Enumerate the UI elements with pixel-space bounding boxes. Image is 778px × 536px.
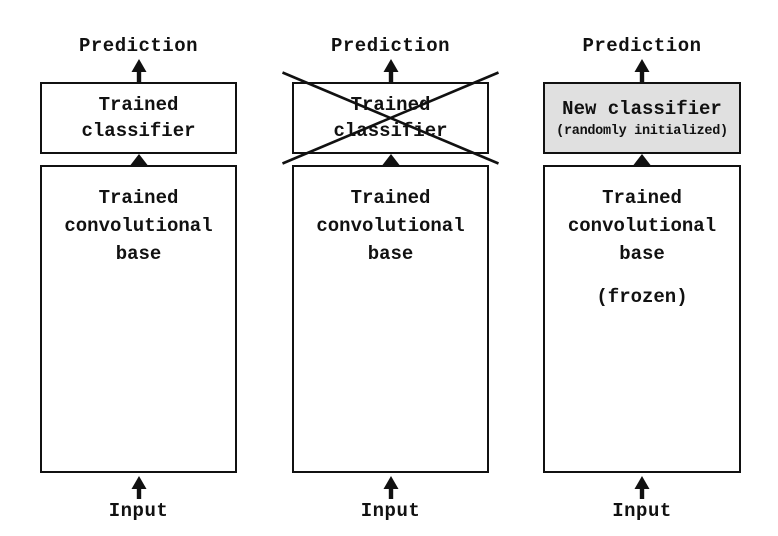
conv-base-label-line: Trained bbox=[350, 187, 431, 209]
input-label: Input bbox=[108, 500, 169, 522]
classifier-label-line: Trained bbox=[98, 94, 179, 116]
arrow-up-icon bbox=[131, 476, 146, 499]
input-label: Input bbox=[612, 500, 672, 522]
conv-base-label-line: Trained bbox=[602, 187, 682, 209]
diagram-column-new-classifier: Prediction New classifier (randomly init… bbox=[543, 0, 741, 536]
conv-base-label-line: convolutional bbox=[567, 215, 717, 237]
trained-classifier-box: Trained classifier bbox=[292, 82, 489, 154]
prediction-label: Prediction bbox=[330, 35, 451, 57]
prediction-label: Prediction bbox=[78, 35, 199, 57]
new-classifier-box: New classifier (randomly initialized) bbox=[543, 82, 741, 154]
arrow-up-icon bbox=[383, 476, 398, 499]
conv-base-label-line: base bbox=[367, 243, 414, 265]
conv-base-label-line: base bbox=[619, 243, 665, 265]
conv-base-box-frozen: Trained convolutional base (frozen) bbox=[543, 165, 741, 473]
frozen-note: (frozen) bbox=[596, 286, 688, 308]
conv-base-label-line: convolutional bbox=[64, 215, 213, 237]
arrow-up-icon bbox=[634, 476, 650, 499]
classifier-label-line: Trained bbox=[350, 94, 431, 116]
conv-base-label-line: base bbox=[115, 243, 162, 265]
arrowhead-up-icon bbox=[382, 154, 399, 165]
diagram-column-removed-classifier: Prediction Trained classifier Trained co… bbox=[281, 0, 500, 536]
trained-classifier-box: Trained classifier bbox=[40, 82, 237, 154]
input-label: Input bbox=[360, 500, 421, 522]
arrow-up-icon bbox=[131, 59, 146, 82]
classifier-label-line: classifier bbox=[333, 120, 448, 142]
arrow-up-icon bbox=[383, 59, 398, 82]
prediction-label: Prediction bbox=[582, 35, 702, 57]
diagram-column-trained-classifier: Prediction Trained classifier Trained co… bbox=[40, 0, 237, 536]
arrowhead-up-icon bbox=[633, 154, 651, 165]
new-classifier-subtitle: (randomly initialized) bbox=[556, 124, 728, 139]
arrowhead-up-icon bbox=[130, 154, 147, 165]
new-classifier-title: New classifier bbox=[562, 98, 722, 120]
conv-base-label-line: convolutional bbox=[316, 215, 465, 237]
arrow-up-icon bbox=[634, 59, 650, 82]
classifier-label-line: classifier bbox=[81, 120, 196, 142]
conv-base-label-line: Trained bbox=[98, 187, 179, 209]
conv-base-box: Trained convolutional base bbox=[40, 165, 237, 473]
conv-base-box: Trained convolutional base bbox=[292, 165, 489, 473]
